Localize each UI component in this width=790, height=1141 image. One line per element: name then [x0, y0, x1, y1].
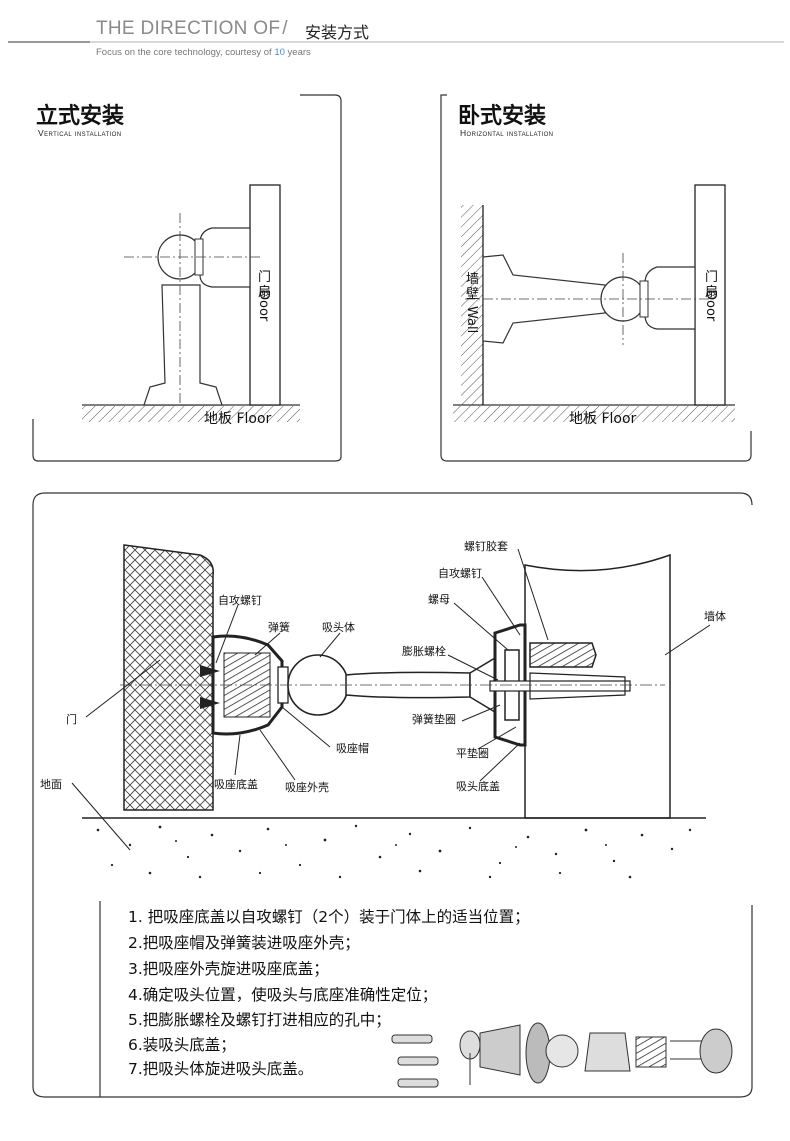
vertical-subtitle: Vertical installation — [38, 128, 122, 138]
vertical-door-en: Door — [256, 290, 271, 322]
label-spring-washer: 弹簧垫圈 — [412, 713, 456, 726]
horizontal-door-cn: 门扇 — [705, 270, 719, 300]
parts-illustration — [391, 1022, 733, 1088]
step-6: 6.装吸头底盖； — [128, 1036, 236, 1054]
vertical-title: 立式安装 — [36, 104, 125, 129]
horizontal-panel-frame — [440, 94, 752, 462]
step-2: 2.把吸座帽及弹簧装进吸座外壳； — [128, 934, 360, 952]
vertical-floor-label: 地板 Floor — [204, 411, 272, 427]
step-1: 1. 把吸座底盖以自攻螺钉（2个）装于门体上的适当位置； — [128, 908, 530, 926]
label-ground: 地面 — [40, 778, 62, 791]
horizontal-wall-en: Wall — [464, 306, 479, 334]
step-3: 3.把吸座外壳旋进吸座底盖； — [128, 960, 329, 978]
header-title-cn: 安装方式 — [305, 23, 370, 42]
label-expansion-bolt: 膨胀螺栓 — [402, 645, 446, 658]
header-rules — [8, 41, 784, 43]
label-head-body: 吸头体 — [322, 621, 355, 634]
horizontal-door-cup — [644, 266, 696, 330]
step-7: 7.把吸头体旋进吸头底盖。 — [128, 1060, 314, 1078]
vertical-door-cup — [199, 227, 251, 288]
vertical-door — [249, 184, 281, 406]
header-subtitle-suffix: years — [284, 47, 311, 58]
vertical-panel-frame — [32, 94, 342, 462]
label-seat-cap: 吸座帽 — [336, 742, 369, 755]
label-flat-washer: 平垫圈 — [456, 747, 489, 760]
horizontal-wall-cn: 墙壁 — [466, 272, 480, 302]
assembly-diagram — [32, 492, 753, 1098]
label-wall-body: 墙体 — [704, 610, 726, 623]
horizontal-door-en: Door — [703, 290, 718, 322]
diagram-left-screws — [200, 665, 220, 709]
horizontal-panel-drawing — [440, 94, 752, 462]
label-screw-sleeve: 螺钉胶套 — [464, 540, 508, 553]
step-5: 5.把膨胀螺栓及螺钉打进相应的孔中； — [128, 1011, 391, 1029]
label-nut: 螺母 — [428, 593, 450, 606]
label-seat-base-cover: 吸座底盖 — [214, 778, 258, 791]
header-title: THE DIRECTION OF/ — [96, 18, 294, 40]
header-slash: / — [282, 18, 288, 39]
label-self-tap-screw-right: 自攻螺钉 — [438, 567, 482, 580]
horizontal-subtitle: Horizontal installation — [460, 128, 554, 138]
horizontal-floor-label: 地板 Floor — [569, 411, 637, 427]
vertical-door-cn: 门扇 — [258, 270, 272, 300]
header-subtitle-accent: 10 — [274, 47, 285, 58]
header-subtitle-prefix: Focus on the core technology, courtesy o… — [96, 47, 275, 58]
vertical-floor-hatch — [82, 406, 300, 422]
horizontal-wall-hatch — [461, 205, 483, 405]
diagram-leader-lines — [71, 548, 711, 851]
vertical-stopper-base — [143, 284, 223, 406]
diagram-expansion-bolt — [489, 680, 631, 692]
header-subtitle: Focus on the core technology, courtesy o… — [96, 47, 311, 58]
step-4: 4.确定吸头位置，使吸头与底座准确性定位； — [128, 986, 438, 1004]
label-door: 门 — [66, 713, 77, 726]
horizontal-door — [694, 184, 726, 406]
diagram-screw-sleeve — [529, 642, 597, 668]
vertical-panel-drawing — [32, 94, 342, 462]
header-title-text: THE DIRECTION OF — [96, 18, 281, 39]
label-seat-shell: 吸座外壳 — [285, 781, 329, 794]
diagram-ground-dots — [96, 824, 692, 879]
horizontal-title: 卧式安装 — [458, 104, 547, 129]
horizontal-floor-hatch — [453, 406, 735, 422]
label-head-base-cover: 吸头底盖 — [456, 780, 500, 793]
label-self-tap-screw-left: 自攻螺钉 — [218, 594, 262, 607]
label-spring: 弹簧 — [268, 621, 290, 634]
